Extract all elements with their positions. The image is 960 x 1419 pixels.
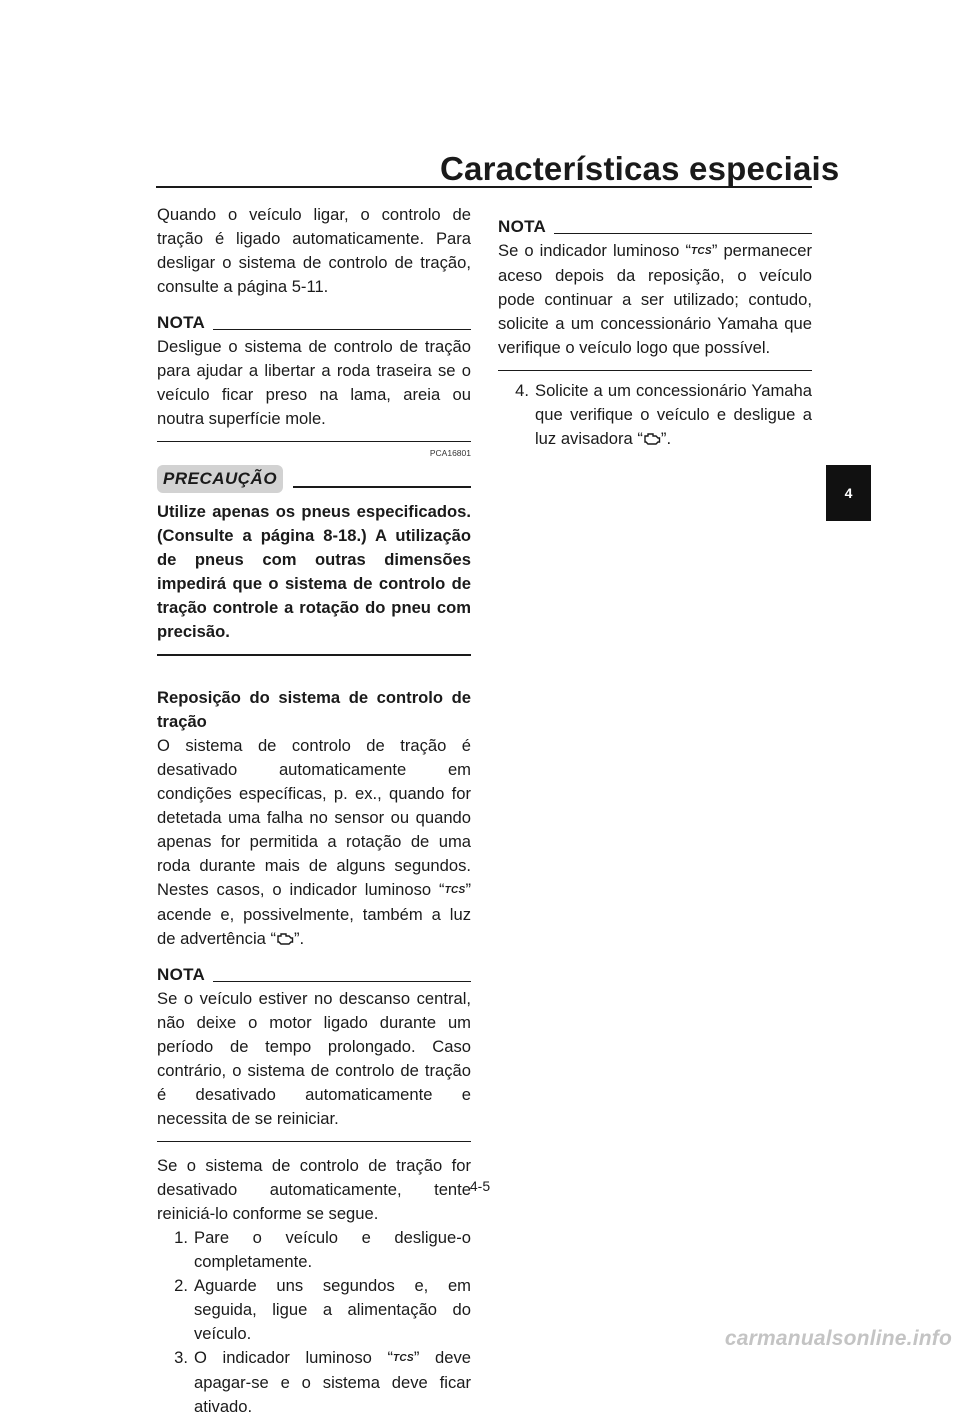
section-heading: Reposição do sistema de controlo de traç… bbox=[157, 688, 471, 731]
list-item: 4.Solicite a um concessionário Yamaha qu… bbox=[515, 381, 812, 448]
note-label: NOTA bbox=[157, 965, 206, 984]
intro-paragraph: Quando o veículo ligar, o controlo de tr… bbox=[157, 205, 471, 296]
engine-warning-icon bbox=[277, 933, 294, 945]
restart-intro: Se o sistema de controlo de tração for d… bbox=[157, 1156, 471, 1223]
header-rule bbox=[156, 186, 812, 188]
caution-label: PRECAUÇÃO bbox=[157, 465, 284, 493]
list-item: 1.Pare o veículo e desligue-o completame… bbox=[174, 1228, 471, 1271]
tcs-indicator-icon: TCS bbox=[392, 1353, 414, 1364]
list-item: 2.Aguarde uns segundos e, em seguida, li… bbox=[174, 1276, 471, 1343]
page-number: 4-5 bbox=[469, 1178, 491, 1194]
left-column: Quando o veículo ligar, o controlo de tr… bbox=[157, 203, 471, 1419]
restart-steps: 1.Pare o veículo e desligue-o completame… bbox=[157, 1226, 471, 1419]
note-text: Desligue o sistema de controlo de tração… bbox=[157, 337, 471, 428]
note-label: NOTA bbox=[498, 217, 547, 236]
note-label: NOTA bbox=[157, 313, 206, 332]
caution-box: PRECAUÇÃO Utilize apenas os pneus especi… bbox=[157, 462, 471, 656]
watermark: carmanualsonline.info bbox=[724, 1327, 952, 1350]
tcs-indicator-icon: TCS bbox=[690, 246, 712, 257]
note-box-2: NOTA Se o veículo estiver no descanso ce… bbox=[157, 963, 471, 1142]
engine-warning-icon bbox=[644, 433, 661, 445]
note-text: Se o veículo estiver no descanso central… bbox=[157, 989, 471, 1128]
chapter-tab: 4 bbox=[826, 465, 871, 521]
right-column: NOTA Se o indicador luminoso “TCS” perma… bbox=[498, 203, 812, 451]
page-title: Características especiais bbox=[440, 150, 840, 187]
caution-text: Utilize apenas os pneus especificados. (… bbox=[157, 502, 471, 641]
note-box-3: NOTA Se o indicador luminoso “TCS” perma… bbox=[498, 215, 812, 371]
steps-continued: 4.Solicite a um concessionário Yamaha qu… bbox=[498, 379, 812, 451]
note-box-1: NOTA Desligue o sistema de controlo de t… bbox=[157, 311, 471, 442]
tcs-indicator-icon: TCS bbox=[444, 885, 466, 896]
reset-paragraph: O sistema de controlo de tração é desati… bbox=[157, 736, 471, 948]
caution-code: PCA16801 bbox=[429, 448, 471, 458]
note-text: Se o indicador luminoso “TCS” permanecer… bbox=[498, 241, 812, 357]
